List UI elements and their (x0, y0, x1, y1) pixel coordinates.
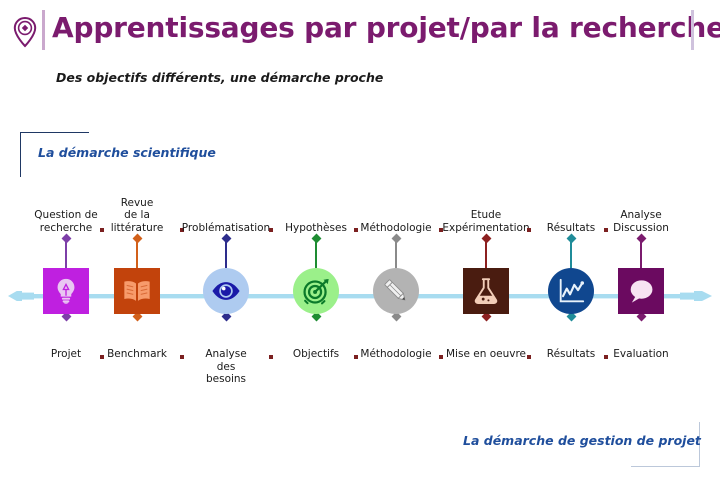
label-separator-top (99, 228, 104, 232)
label-separator-bottom (354, 355, 358, 359)
scientific-lane-label: La démarche scientifique (38, 145, 216, 160)
label-separator-top (354, 228, 358, 232)
scientific-lane-bracket (20, 132, 89, 177)
connector-pinhead-top (221, 233, 231, 244)
timeline-step-5-chip[interactable] (373, 268, 419, 314)
timeline-step-1-chip[interactable] (43, 268, 89, 314)
connector-stem-top (136, 238, 138, 268)
timeline-step-3-chip[interactable] (203, 268, 249, 314)
timeline-step-7-chip[interactable] (548, 268, 594, 314)
timeline-step-4-chip[interactable] (293, 268, 339, 314)
timeline-step-3-top-label: Problématisation (181, 221, 271, 234)
eye-icon (211, 276, 241, 306)
connector-stem-top (485, 238, 487, 268)
open-book-icon (122, 276, 152, 306)
timeline-step-7-bottom-label: Résultats (546, 348, 596, 360)
timeline-step-6-bottom-label: Mise en oeuvre (446, 348, 526, 360)
lightbulb-icon (51, 276, 81, 306)
connector-stem-top (395, 238, 397, 268)
label-separator-top (526, 228, 531, 232)
label-separator-top (604, 228, 608, 232)
label-separator-bottom (99, 355, 104, 359)
connector-stem-top (225, 238, 227, 268)
header-rule-left (42, 10, 45, 50)
timeline-step-5-top-label: Méthodologie (360, 221, 432, 234)
timeline-step-6-chip[interactable] (463, 268, 509, 314)
connector-pinhead-top (636, 233, 646, 244)
page-subtitle: Des objectifs différents, une démarche p… (56, 70, 384, 85)
label-separator-bottom (526, 355, 531, 359)
label-separator-top (439, 228, 443, 232)
page-title: Apprentissages par projet/par la recherc… (52, 11, 720, 44)
timeline-step-1-bottom-label: Projet (50, 348, 82, 360)
connector-stem-top (570, 238, 572, 268)
timeline-step-8-chip[interactable] (618, 268, 664, 314)
connector-stem-top (315, 238, 317, 268)
timeline-axis (8, 286, 712, 305)
pencil-icon (381, 276, 411, 306)
timeline-step-7-top-label: Résultats (546, 221, 596, 234)
label-separator-bottom (269, 355, 273, 359)
connector-stem-top (640, 238, 642, 268)
line-chart-icon (556, 276, 586, 306)
connector-stem-top (65, 238, 67, 268)
speech-bubble-icon (626, 276, 656, 306)
connector-pinhead-top (311, 233, 321, 244)
timeline-step-4-top-label: Hypothèses (285, 221, 347, 234)
header-rule-right (691, 10, 694, 50)
connector-pinhead-top (481, 233, 491, 244)
label-separator-top (269, 228, 273, 232)
timeline-step-2-bottom-label: Benchmark (107, 348, 167, 360)
connector-pinhead-top (391, 233, 401, 244)
target-icon (301, 276, 331, 306)
label-separator-bottom (179, 355, 184, 359)
flask-icon (471, 276, 501, 306)
project-lane-label: La démarche de gestion de projet (463, 433, 701, 448)
label-separator-bottom (439, 355, 443, 359)
timeline-step-8-bottom-label: Evaluation (613, 348, 669, 360)
project-lane-bracket (631, 422, 700, 467)
label-separator-top (179, 228, 184, 232)
timeline-step-4-bottom-label: Objectifs (292, 348, 340, 360)
location-pin-icon (10, 15, 40, 49)
connector-pinhead-top (566, 233, 576, 244)
timeline-step-5-bottom-label: Méthodologie (360, 348, 432, 360)
timeline-step-2-chip[interactable] (114, 268, 160, 314)
connector-pinhead-top (61, 233, 71, 244)
connector-pinhead-top (132, 233, 142, 244)
label-separator-bottom (604, 355, 608, 359)
